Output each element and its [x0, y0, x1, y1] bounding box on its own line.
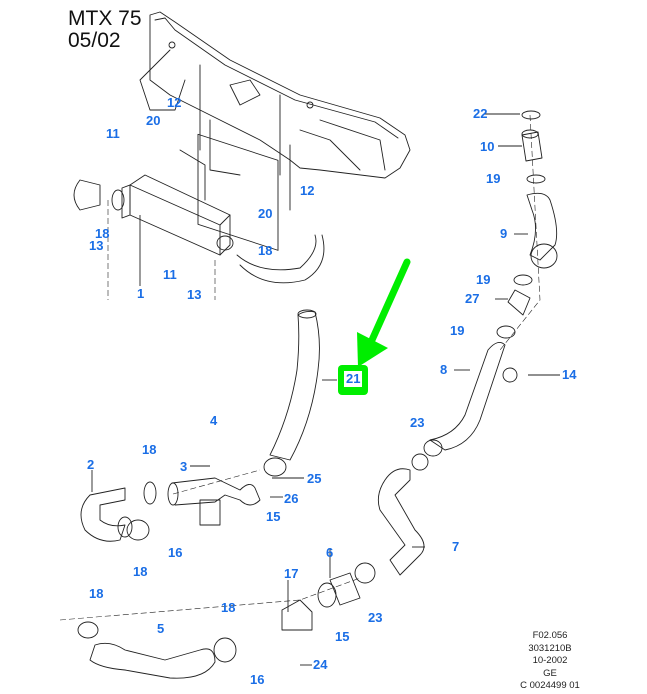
model-label: MTX 75: [68, 7, 142, 30]
callout-part-19[interactable]: 19: [476, 272, 491, 287]
hose-5: [89, 642, 216, 679]
callout-part-26[interactable]: 26: [284, 491, 299, 506]
callout-part-19[interactable]: 19: [486, 171, 501, 186]
callout-part-9[interactable]: 9: [500, 226, 508, 241]
sleeve-27: [507, 289, 531, 316]
callout-part-11[interactable]: 11: [106, 126, 120, 141]
callout-part-11[interactable]: 11: [163, 267, 177, 282]
callout-part-20[interactable]: 20: [258, 206, 273, 221]
callout-part-14[interactable]: 14: [562, 367, 577, 382]
callout-part-13[interactable]: 13: [187, 287, 202, 302]
callout-part-18[interactable]: 18: [89, 586, 104, 601]
pipe-26: [171, 477, 261, 506]
callout-part-8[interactable]: 8: [440, 362, 448, 377]
callout-part-2[interactable]: 2: [87, 457, 95, 472]
callout-part-23[interactable]: 23: [368, 610, 383, 625]
callout-part-1[interactable]: 1: [137, 286, 145, 301]
callout-part-15[interactable]: 15: [266, 509, 281, 524]
hose-21: [269, 310, 320, 461]
bracket-17: [281, 599, 313, 631]
callout-part-7[interactable]: 7: [452, 539, 460, 554]
callout-part-15[interactable]: 15: [335, 629, 350, 644]
callout-part-18[interactable]: 18: [221, 600, 236, 615]
callout-part-4[interactable]: 4: [210, 413, 218, 428]
hose-9: [526, 192, 558, 261]
callout-part-18[interactable]: 18: [258, 243, 273, 258]
callout-part-18[interactable]: 18: [142, 442, 157, 457]
intercooler-drawing: [73, 174, 234, 256]
callout-part-22[interactable]: 22: [473, 106, 488, 121]
hose-upper-right: [236, 234, 325, 284]
callout-part-6[interactable]: 6: [326, 545, 334, 560]
reference-line: C 0024499 01: [520, 680, 580, 692]
callout-part-25[interactable]: 25: [307, 471, 322, 486]
callout-part-20[interactable]: 20: [146, 113, 161, 128]
callout-part-27[interactable]: 27: [465, 291, 480, 306]
callout-part-3[interactable]: 3: [180, 459, 188, 474]
tube-6: [329, 572, 361, 606]
callout-part-24[interactable]: 24: [313, 657, 328, 672]
callout-part-21-highlighted[interactable]: 21: [346, 371, 361, 386]
reference-line: 10-2002: [532, 655, 568, 667]
radiator-support-frame: [139, 11, 411, 251]
callout-part-16[interactable]: 16: [168, 545, 183, 560]
diagram-title: MTX 75 05/02: [68, 8, 142, 52]
callout-part-10[interactable]: 10: [480, 139, 495, 154]
callout-part-13[interactable]: 13: [89, 238, 104, 253]
hose-2: [80, 487, 126, 542]
callout-part-5[interactable]: 5: [157, 621, 165, 636]
callout-part-18[interactable]: 18: [95, 226, 110, 241]
callout-part-12[interactable]: 12: [167, 95, 182, 110]
callout-part-16[interactable]: 16: [250, 672, 265, 687]
highlight-box-inner: [344, 371, 362, 387]
date-label: 05/02: [68, 29, 121, 52]
callout-part-18[interactable]: 18: [133, 564, 148, 579]
callout-part-17[interactable]: 17: [284, 566, 299, 581]
diagram-reference-block: F02.056 3031210B 10-2002 GE C 0024499 01: [470, 630, 630, 693]
callout-part-19[interactable]: 19: [450, 323, 465, 338]
hose-8: [429, 341, 506, 451]
callout-part-12[interactable]: 12: [300, 183, 315, 198]
callout-part-23[interactable]: 23: [410, 415, 425, 430]
hose-7: [377, 468, 425, 576]
sleeve-10: [521, 131, 543, 162]
reference-line: 3031210B: [528, 642, 572, 654]
reference-line: GE: [543, 667, 557, 679]
reference-line: F02.056: [532, 630, 568, 641]
